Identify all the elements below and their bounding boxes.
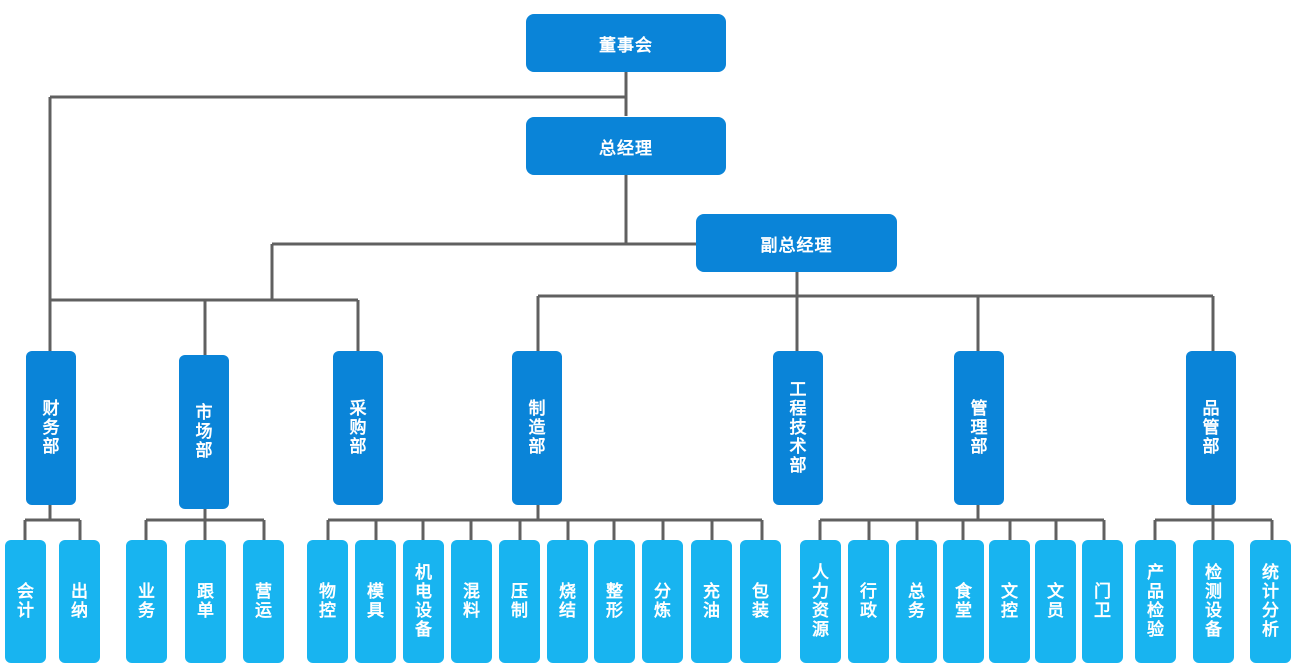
sub-unit-label: 会计 bbox=[17, 581, 34, 621]
sub-unit-label: 分炼 bbox=[654, 581, 671, 621]
sub-unit-label: 文控 bbox=[1001, 581, 1018, 621]
sub-unit: 行政 bbox=[848, 540, 889, 663]
sub-unit-label: 充油 bbox=[703, 581, 720, 621]
sub-unit-label: 混料 bbox=[463, 581, 480, 621]
sub-unit: 物控 bbox=[307, 540, 348, 663]
sub-unit-label: 营运 bbox=[255, 581, 272, 621]
sub-unit-label: 物控 bbox=[319, 581, 336, 621]
sub-unit: 文员 bbox=[1035, 540, 1076, 663]
dept-market-label: 市场部 bbox=[195, 402, 213, 461]
sub-unit-label: 压制 bbox=[511, 581, 528, 621]
board-box: 董事会 bbox=[526, 14, 726, 72]
sub-unit: 出纳 bbox=[59, 540, 100, 663]
sub-unit: 人力资源 bbox=[800, 540, 841, 663]
sub-unit: 模具 bbox=[355, 540, 396, 663]
dept-finance: 财务部 bbox=[26, 351, 76, 505]
sub-unit: 会计 bbox=[5, 540, 46, 663]
sub-unit: 总务 bbox=[896, 540, 937, 663]
dept-engineering: 工程技术部 bbox=[773, 351, 823, 505]
sub-unit: 烧结 bbox=[547, 540, 588, 663]
dept-manufacturing-label: 制造部 bbox=[528, 398, 546, 457]
sub-unit-label: 业务 bbox=[138, 581, 155, 621]
deputy-general-manager-label: 副总经理 bbox=[760, 235, 833, 256]
sub-unit: 分炼 bbox=[642, 540, 683, 663]
sub-unit: 跟单 bbox=[185, 540, 226, 663]
sub-unit: 统计分析 bbox=[1250, 540, 1291, 663]
dept-quality: 品管部 bbox=[1186, 351, 1236, 505]
sub-unit-label: 包装 bbox=[752, 581, 769, 621]
sub-unit-label: 跟单 bbox=[197, 581, 214, 621]
board-label: 董事会 bbox=[599, 35, 653, 56]
sub-unit: 食堂 bbox=[943, 540, 984, 663]
sub-unit-label: 总务 bbox=[908, 581, 925, 621]
sub-unit-label: 烧结 bbox=[559, 581, 576, 621]
sub-unit-label: 检测设备 bbox=[1205, 562, 1222, 640]
sub-unit: 产品检验 bbox=[1135, 540, 1176, 663]
dept-quality-label: 品管部 bbox=[1202, 398, 1220, 457]
dept-management: 管理部 bbox=[954, 351, 1004, 505]
sub-unit-label: 食堂 bbox=[955, 581, 972, 621]
dept-engineering-label: 工程技术部 bbox=[789, 379, 807, 476]
sub-unit-label: 人力资源 bbox=[812, 562, 829, 640]
general-manager-box: 总经理 bbox=[526, 117, 726, 175]
sub-unit-label: 行政 bbox=[860, 581, 877, 621]
general-manager-label: 总经理 bbox=[599, 138, 653, 159]
sub-unit: 机电设备 bbox=[403, 540, 444, 663]
sub-unit-label: 产品检验 bbox=[1147, 562, 1164, 640]
sub-unit: 压制 bbox=[499, 540, 540, 663]
sub-unit: 充油 bbox=[691, 540, 732, 663]
sub-unit-label: 机电设备 bbox=[415, 562, 432, 640]
sub-unit-label: 模具 bbox=[367, 581, 384, 621]
sub-unit-label: 出纳 bbox=[71, 581, 88, 621]
dept-manufacturing: 制造部 bbox=[512, 351, 562, 505]
dept-purchase: 采购部 bbox=[333, 351, 383, 505]
dept-finance-label: 财务部 bbox=[42, 398, 60, 457]
sub-unit: 营运 bbox=[243, 540, 284, 663]
sub-unit: 混料 bbox=[451, 540, 492, 663]
sub-unit-label: 统计分析 bbox=[1262, 562, 1279, 640]
sub-unit: 包装 bbox=[740, 540, 781, 663]
sub-unit-label: 门卫 bbox=[1094, 581, 1111, 621]
sub-unit: 整形 bbox=[594, 540, 635, 663]
dept-purchase-label: 采购部 bbox=[349, 398, 367, 457]
dept-management-label: 管理部 bbox=[970, 398, 988, 457]
sub-unit: 文控 bbox=[989, 540, 1030, 663]
sub-unit-label: 文员 bbox=[1047, 581, 1064, 621]
sub-unit: 业务 bbox=[126, 540, 167, 663]
sub-unit: 检测设备 bbox=[1193, 540, 1234, 663]
deputy-general-manager-box: 副总经理 bbox=[696, 214, 897, 272]
sub-unit: 门卫 bbox=[1082, 540, 1123, 663]
dept-market: 市场部 bbox=[179, 355, 229, 509]
sub-unit-label: 整形 bbox=[606, 581, 623, 621]
